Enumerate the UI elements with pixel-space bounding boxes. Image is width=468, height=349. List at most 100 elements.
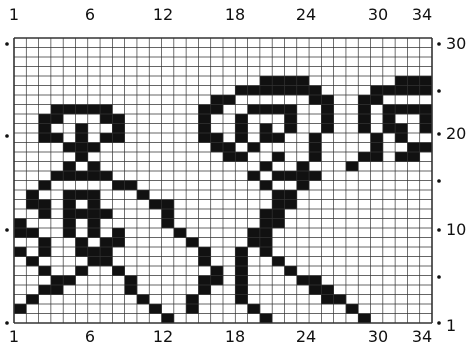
filled-stitch — [75, 105, 88, 115]
top-col-label-24: 24 — [296, 5, 316, 24]
filled-stitch — [162, 200, 175, 210]
filled-stitch — [371, 86, 384, 96]
filled-stitch — [112, 266, 125, 276]
filled-stitch — [420, 76, 433, 86]
filled-stitch — [260, 181, 273, 191]
filled-stitch — [211, 105, 224, 115]
filled-stitch — [223, 152, 236, 162]
filled-stitch — [39, 266, 52, 276]
filled-stitch — [346, 304, 359, 314]
bottom-col-label-6: 6 — [85, 327, 95, 346]
filled-stitch — [223, 143, 236, 153]
filled-stitch — [235, 152, 248, 162]
filled-stitch — [211, 95, 224, 105]
filled-stitch — [321, 114, 334, 124]
filled-stitch — [420, 143, 433, 153]
filled-stitch — [309, 143, 322, 153]
filled-stitch — [39, 124, 52, 134]
filled-stitch — [100, 238, 113, 248]
filled-stitch — [211, 133, 224, 143]
filled-stitch — [420, 105, 433, 115]
filled-stitch — [51, 133, 64, 143]
filled-stitch — [235, 276, 248, 286]
filled-stitch — [174, 228, 187, 238]
filled-stitch — [321, 124, 334, 134]
filled-stitch — [26, 257, 39, 267]
filled-stitch — [88, 105, 101, 115]
filled-stitch — [88, 162, 101, 172]
filled-stitch — [211, 143, 224, 153]
filled-stitch — [358, 152, 371, 162]
filled-stitch — [198, 114, 211, 124]
filled-stitch — [235, 133, 248, 143]
filled-stitch — [88, 228, 101, 238]
filled-stitch — [100, 114, 113, 124]
filled-stitch — [162, 209, 175, 219]
filled-stitch — [14, 304, 27, 314]
filled-stitch — [248, 86, 261, 96]
filled-stitch — [334, 295, 347, 305]
filled-stitch — [284, 124, 297, 134]
filled-stitch — [100, 257, 113, 267]
filled-stitch — [284, 114, 297, 124]
filled-stitch — [100, 247, 113, 257]
tick-dot-right-10 — [437, 228, 441, 232]
tick-dot-right-25 — [437, 89, 441, 93]
filled-stitch — [198, 276, 211, 286]
top-col-label-34: 34 — [412, 5, 432, 24]
filled-stitch — [248, 171, 261, 181]
filled-stitch — [112, 124, 125, 134]
filled-stitch — [125, 181, 138, 191]
filled-stitch — [272, 209, 285, 219]
filled-stitch — [358, 105, 371, 115]
filled-stitch — [125, 285, 138, 295]
filled-stitch — [260, 76, 273, 86]
filled-stitch — [284, 200, 297, 210]
filled-stitch — [260, 162, 273, 172]
filled-stitch — [88, 257, 101, 267]
bottom-column-labels: 1 6 12 18 24 30 34 — [9, 327, 432, 346]
filled-stitch — [358, 95, 371, 105]
filled-stitch — [383, 114, 396, 124]
filled-stitch — [260, 228, 273, 238]
filled-stitch — [63, 143, 76, 153]
filled-stitch — [235, 295, 248, 305]
filled-stitch — [112, 114, 125, 124]
filled-stitch — [186, 304, 199, 314]
filled-stitch — [112, 181, 125, 191]
filled-stitch — [198, 285, 211, 295]
filled-stitch — [75, 124, 88, 134]
tick-dot-left-mid1 — [5, 134, 9, 138]
filled-stitch — [235, 266, 248, 276]
filled-stitch — [260, 133, 273, 143]
filled-stitch — [248, 238, 261, 248]
filled-stitch — [321, 285, 334, 295]
filled-stitch — [272, 171, 285, 181]
filled-stitch — [51, 285, 64, 295]
filled-stitch — [321, 105, 334, 115]
filled-stitch — [407, 152, 420, 162]
filled-stitch — [297, 86, 310, 96]
filled-stitch — [395, 105, 408, 115]
filled-stitch — [260, 124, 273, 134]
filled-stitch — [75, 209, 88, 219]
filled-stitch — [395, 133, 408, 143]
filled-stitch — [39, 200, 52, 210]
filled-stitch — [63, 200, 76, 210]
filled-stitch — [14, 219, 27, 229]
filled-stitch — [284, 266, 297, 276]
filled-stitch — [248, 304, 261, 314]
filled-stitch — [309, 86, 322, 96]
filled-stitch — [63, 162, 76, 172]
filled-stitch — [235, 124, 248, 134]
filled-stitch — [383, 86, 396, 96]
filled-stitch — [88, 200, 101, 210]
bottom-col-label-12: 12 — [153, 327, 173, 346]
filled-stitch — [284, 86, 297, 96]
filled-stitch — [162, 314, 175, 324]
top-col-label-30: 30 — [368, 5, 388, 24]
filled-stitch — [63, 171, 76, 181]
filled-stitch — [407, 105, 420, 115]
filled-stitch — [260, 209, 273, 219]
